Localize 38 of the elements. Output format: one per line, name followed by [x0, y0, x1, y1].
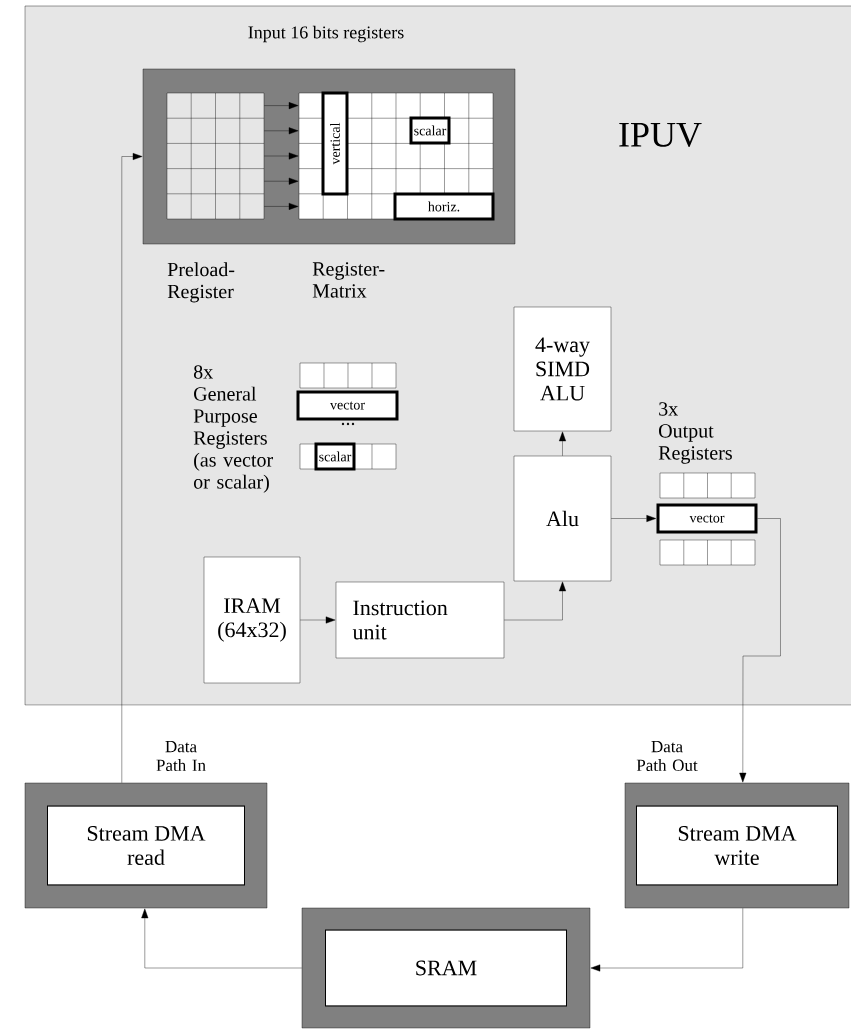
edge-label: Data Path In	[148, 740, 214, 772]
memory-block: Stream DMA write	[624, 782, 850, 909]
arrow	[504, 581, 566, 621]
register-selection: vector	[296, 390, 399, 421]
arrow	[264, 152, 299, 160]
block-heading: Input 16 bits registers	[248, 25, 404, 43]
arrow	[141, 908, 302, 969]
process-box: IRAM (64x32)	[203, 556, 301, 684]
edge-label: Data Path Out	[634, 740, 700, 772]
register-caption: 8x General Purpose Registers (as vector or scalar)	[193, 365, 273, 493]
register-caption: 3x Output Registers	[658, 402, 732, 464]
arrow	[121, 153, 143, 783]
arrow	[590, 908, 743, 972]
register-selection: horiz.	[393, 192, 495, 221]
arrow	[300, 616, 336, 624]
panel-title: IPUV	[619, 122, 702, 148]
register-row	[659, 472, 756, 499]
arrow	[264, 127, 299, 135]
process-box: Alu	[513, 455, 612, 582]
register-selection: vector	[656, 503, 758, 534]
arrow	[264, 102, 299, 110]
register-row	[299, 362, 397, 389]
register-row	[659, 539, 756, 566]
register-caption: ...	[341, 422, 355, 426]
arrow	[739, 518, 781, 783]
register-selection: vertical	[321, 91, 349, 196]
grid-caption: Preload- Register	[167, 262, 235, 303]
arrow	[611, 515, 657, 522]
memory-block: SRAM	[301, 907, 591, 1029]
memory-block: Stream DMA read	[24, 782, 268, 909]
register-selection: scalar	[409, 116, 451, 145]
process-box: 4-way SIMD ALU	[513, 306, 612, 432]
grid-caption: Register- Matrix	[312, 262, 385, 298]
arrow	[264, 202, 299, 210]
register-selection: scalar	[314, 442, 356, 471]
arrow	[559, 431, 566, 456]
arrow	[264, 177, 299, 185]
process-box: Instruction unit	[335, 581, 505, 659]
